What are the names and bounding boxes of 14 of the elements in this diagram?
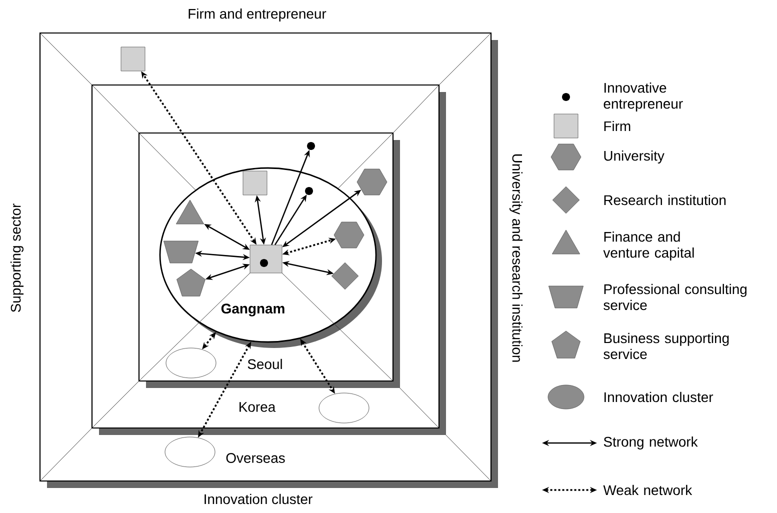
legend-label: Innovation cluster: [604, 392, 714, 402]
legend-label: Innovative entrepreneur: [604, 82, 683, 112]
legend-label: Research institution: [604, 194, 726, 206]
side-label: Firm and entrepreneur: [188, 8, 326, 22]
legend-label: Weak network: [603, 484, 692, 496]
legend-label: Strong network: [604, 436, 698, 450]
legend-label: Business supporting service: [604, 332, 729, 360]
side-label: University and research institution: [510, 154, 522, 362]
legend-label: Firm: [604, 120, 630, 132]
legend-label: University: [604, 150, 664, 164]
legend-label: Finance and venture capital: [603, 232, 694, 260]
legend-label: Professional consulting service: [604, 284, 746, 310]
side-label: Supporting sector: [10, 204, 24, 312]
side-label: Innovation cluster: [204, 494, 312, 504]
